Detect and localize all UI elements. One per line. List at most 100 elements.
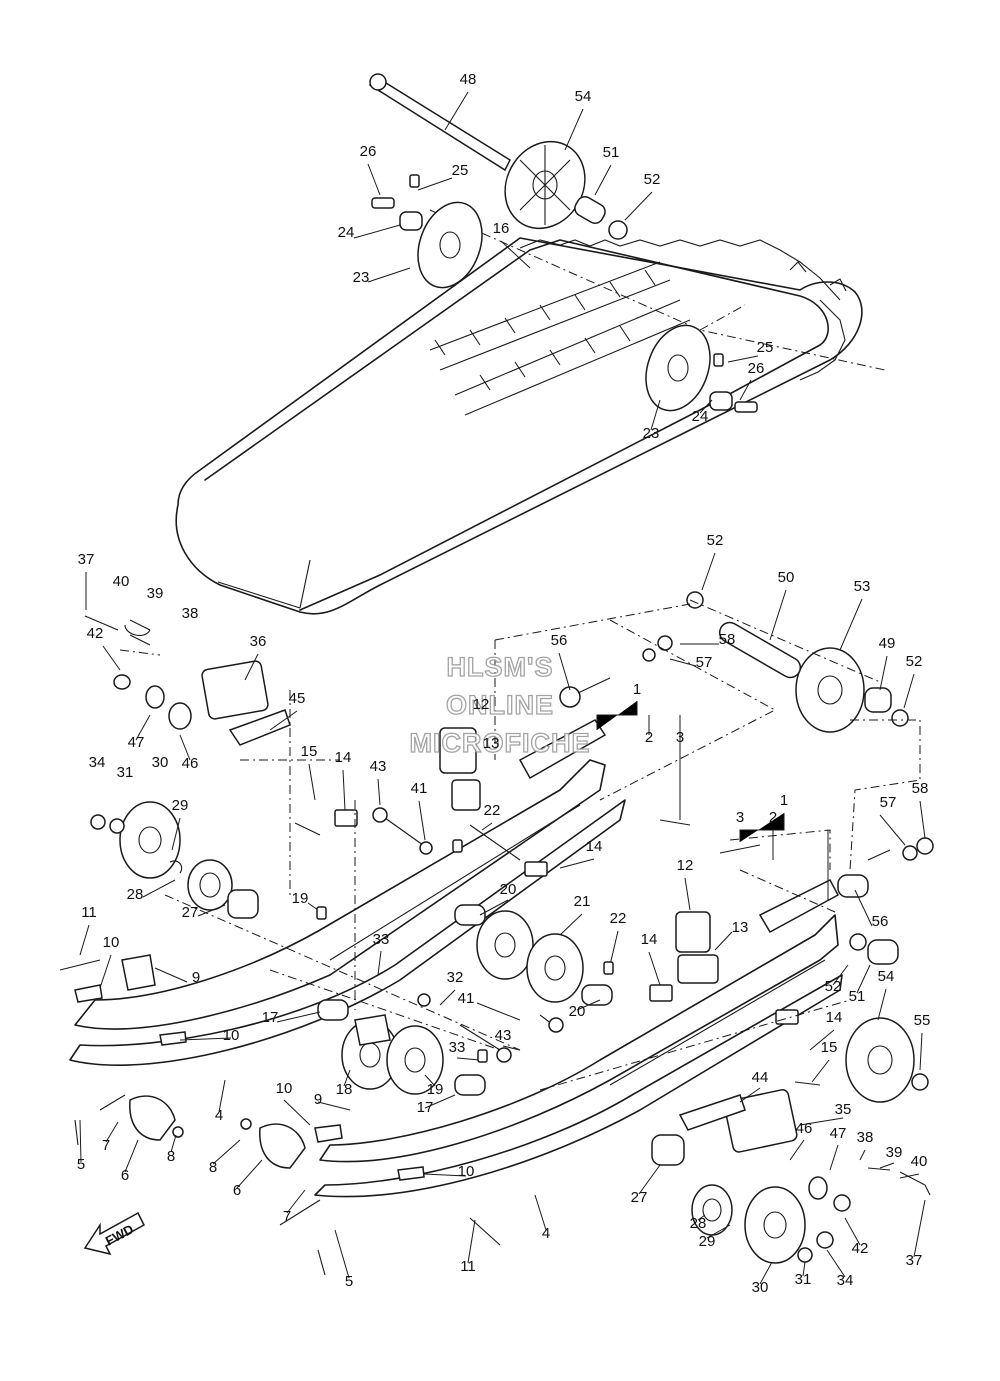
callout-8: 8: [167, 1148, 175, 1165]
callout-46: 46: [182, 755, 199, 772]
callout-41: 41: [458, 990, 475, 1007]
callout-50: 50: [778, 569, 795, 586]
callout-51: 51: [849, 988, 866, 1005]
callout-14: 14: [641, 931, 658, 948]
callout-33: 33: [373, 931, 390, 948]
callout-30: 30: [152, 754, 169, 771]
callout-25: 25: [757, 339, 774, 356]
drive-track: [175, 209, 886, 615]
callout-20: 20: [569, 1003, 586, 1020]
callout-29: 29: [172, 797, 189, 814]
callout-46: 46: [796, 1120, 813, 1137]
callout-17: 17: [262, 1009, 279, 1026]
callout-19: 19: [427, 1081, 444, 1098]
watermark-line-1: HLSM'S: [447, 652, 554, 682]
pins-and-screws: [59, 174, 821, 1276]
callout-26: 26: [748, 360, 765, 377]
callout-57: 57: [880, 794, 897, 811]
fwd-label: FWD: [103, 1221, 136, 1248]
callout-31: 31: [795, 1271, 812, 1288]
callout-17: 17: [417, 1099, 434, 1116]
callout-13: 13: [732, 919, 749, 936]
callout-14: 14: [826, 1009, 843, 1026]
callout-37: 37: [906, 1252, 923, 1269]
callout-51: 51: [603, 144, 620, 161]
callout-52: 52: [707, 532, 724, 549]
callout-14: 14: [586, 838, 603, 855]
callout-1: 1: [633, 681, 641, 698]
callout-6: 6: [121, 1167, 129, 1184]
callout-44: 44: [752, 1069, 769, 1086]
callout-24: 24: [692, 408, 709, 425]
callout-39: 39: [147, 585, 164, 602]
callout-56: 56: [872, 913, 889, 930]
callout-29: 29: [699, 1233, 716, 1250]
fwd-arrow-icon: FWD: [83, 1211, 145, 1256]
callout-6: 6: [233, 1182, 241, 1199]
callout-38: 38: [182, 605, 199, 622]
callout-22: 22: [484, 802, 501, 819]
callout-3: 3: [676, 729, 684, 746]
callout-25: 25: [452, 162, 469, 179]
callout-16: 16: [493, 220, 510, 237]
callout-54: 54: [878, 968, 895, 985]
callout-24: 24: [338, 224, 355, 241]
callout-4: 4: [542, 1225, 550, 1242]
callout-19: 19: [292, 890, 309, 907]
watermark: HLSM'S ONLINE MICROFICHE: [409, 651, 590, 758]
callout-34: 34: [837, 1272, 854, 1289]
callout-34: 34: [89, 754, 106, 771]
callout-52: 52: [906, 653, 923, 670]
callout-9: 9: [314, 1091, 322, 1108]
callout-54: 54: [575, 88, 592, 105]
rail-tips: [74, 954, 425, 1181]
rail-brackets: [518, 719, 840, 934]
top-bushings: [371, 196, 758, 413]
callout-49: 49: [879, 635, 896, 652]
callout-13: 13: [483, 735, 500, 752]
callout-52: 52: [825, 978, 842, 995]
callout-10: 10: [223, 1027, 240, 1044]
callout-21: 21: [574, 893, 591, 910]
callout-57: 57: [696, 654, 713, 671]
callout-38: 38: [857, 1129, 874, 1146]
callout-23: 23: [353, 269, 370, 286]
callout-31: 31: [117, 764, 134, 781]
bolts: [372, 677, 891, 1063]
callout-4: 4: [215, 1107, 223, 1124]
idler-wheel-top-right: [645, 324, 711, 412]
front-shock-mount-right: [651, 1089, 931, 1263]
callout-10: 10: [276, 1080, 293, 1097]
callout-33: 33: [449, 1039, 466, 1056]
callout-23: 23: [643, 425, 660, 442]
callout-12: 12: [677, 857, 694, 874]
callout-28: 28: [690, 1215, 707, 1232]
callout-14: 14: [335, 749, 352, 766]
callout-9: 9: [192, 969, 200, 986]
callout-2: 2: [645, 729, 653, 746]
callout-8: 8: [209, 1159, 217, 1176]
callout-36: 36: [250, 633, 267, 650]
callout-11: 11: [81, 904, 97, 921]
front-shock-mount-left: [84, 615, 291, 919]
callout-42: 42: [87, 625, 104, 642]
callout-26: 26: [360, 143, 377, 160]
callout-40: 40: [911, 1153, 928, 1170]
spacers: [317, 591, 934, 1096]
stoppers: [334, 727, 799, 1025]
callout-45: 45: [289, 690, 306, 707]
callout-5: 5: [77, 1156, 85, 1173]
callout-47: 47: [830, 1125, 847, 1142]
callout-43: 43: [370, 758, 387, 775]
callout-48: 48: [460, 71, 477, 88]
callout-47: 47: [128, 734, 145, 751]
callout-20: 20: [500, 881, 517, 898]
watermark-line-2: ONLINE: [446, 690, 554, 720]
callout-42: 42: [852, 1240, 869, 1257]
callout-41: 41: [411, 780, 428, 797]
callout-40: 40: [113, 573, 130, 590]
alignment-lines: [119, 599, 921, 1091]
callout-15: 15: [301, 743, 318, 760]
callout-52: 52: [644, 171, 661, 188]
